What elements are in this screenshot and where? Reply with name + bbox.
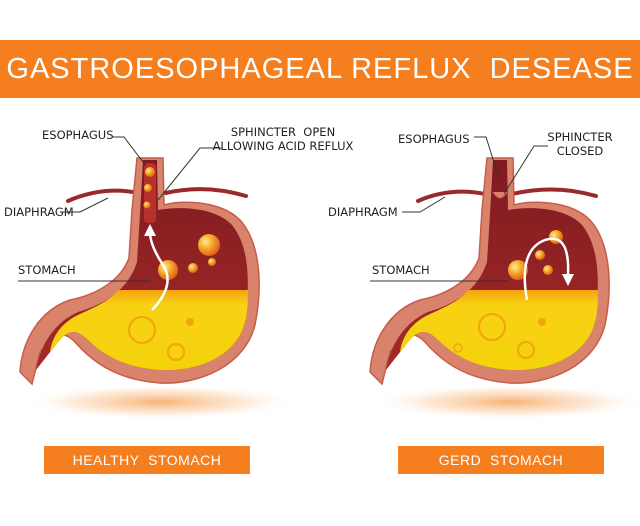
right-bubble [543, 265, 553, 275]
left-reflux-arrow [148, 231, 169, 311]
right-diaphragm-left [416, 189, 487, 203]
right-esophagus-leader [474, 136, 499, 176]
left-acid-bubble [128, 316, 156, 344]
right-esophagus-label: ESOPHAGUS [398, 132, 470, 146]
right-shadow [372, 384, 640, 420]
left-bubble [188, 263, 198, 273]
right-loop-arrowhead [562, 274, 574, 286]
left-bubble [208, 258, 216, 266]
right-sphincter-leader [503, 145, 548, 195]
left-sphincter-label-line2: ALLOWING ACID REFLUX [212, 139, 354, 153]
left-diaphragm-left [66, 188, 135, 203]
right-diaphragm-right [510, 187, 598, 198]
left-bubble [145, 167, 155, 177]
left-acid-bubble [186, 318, 194, 326]
right-acid [400, 290, 598, 371]
right-bubble [535, 250, 545, 260]
right-acid-bubble [478, 313, 506, 341]
left-acid-bubble [167, 343, 185, 361]
right-bubble [508, 260, 528, 280]
right-closed-sphincter [492, 191, 508, 199]
diagram-title: GASTROESOPHAGEAL REFLUX DESEASE [6, 52, 634, 85]
left-acid [50, 290, 248, 371]
left-diaphragm-label: DIAPHRAGM [4, 205, 74, 219]
title-banner: GASTROESOPHAGEAL REFLUX DESEASE [0, 40, 640, 98]
right-sphincter-label-line2: CLOSED [556, 144, 604, 158]
left-esophagus-leader [112, 136, 147, 167]
left-stomach [18, 136, 298, 420]
left-diaphragm-right [164, 187, 248, 198]
left-reflux-arrowhead [144, 224, 156, 236]
right-loop-arrow [523, 237, 570, 301]
left-esophagus-label: ESOPHAGUS [42, 128, 114, 142]
right-diaphragm-leader [402, 196, 446, 213]
left-stomach-label: STOMACH [18, 263, 76, 277]
left-bubble [198, 234, 220, 256]
right-sphincter-label-line1: SPHINCTER [547, 130, 613, 144]
left-bubble [143, 201, 151, 209]
right-acid-bubble [453, 343, 463, 353]
gerd-stomach-caption: GERD STOMACH [398, 446, 604, 474]
left-bubble [144, 184, 152, 192]
left-sphincter-leader [157, 147, 222, 201]
left-sphincter-label-line1: SPHINCTER OPEN [230, 125, 336, 139]
right-acid-bubble [538, 318, 546, 326]
left-diaphragm-leader [60, 197, 109, 213]
right-acid-bubble [517, 341, 535, 359]
right-stomach-label: STOMACH [372, 263, 430, 277]
right-diaphragm-label: DIAPHRAGM [328, 205, 398, 219]
healthy-stomach-caption: HEALTHY STOMACH [44, 446, 250, 474]
left-shadow [22, 384, 298, 420]
right-stomach [369, 136, 640, 420]
